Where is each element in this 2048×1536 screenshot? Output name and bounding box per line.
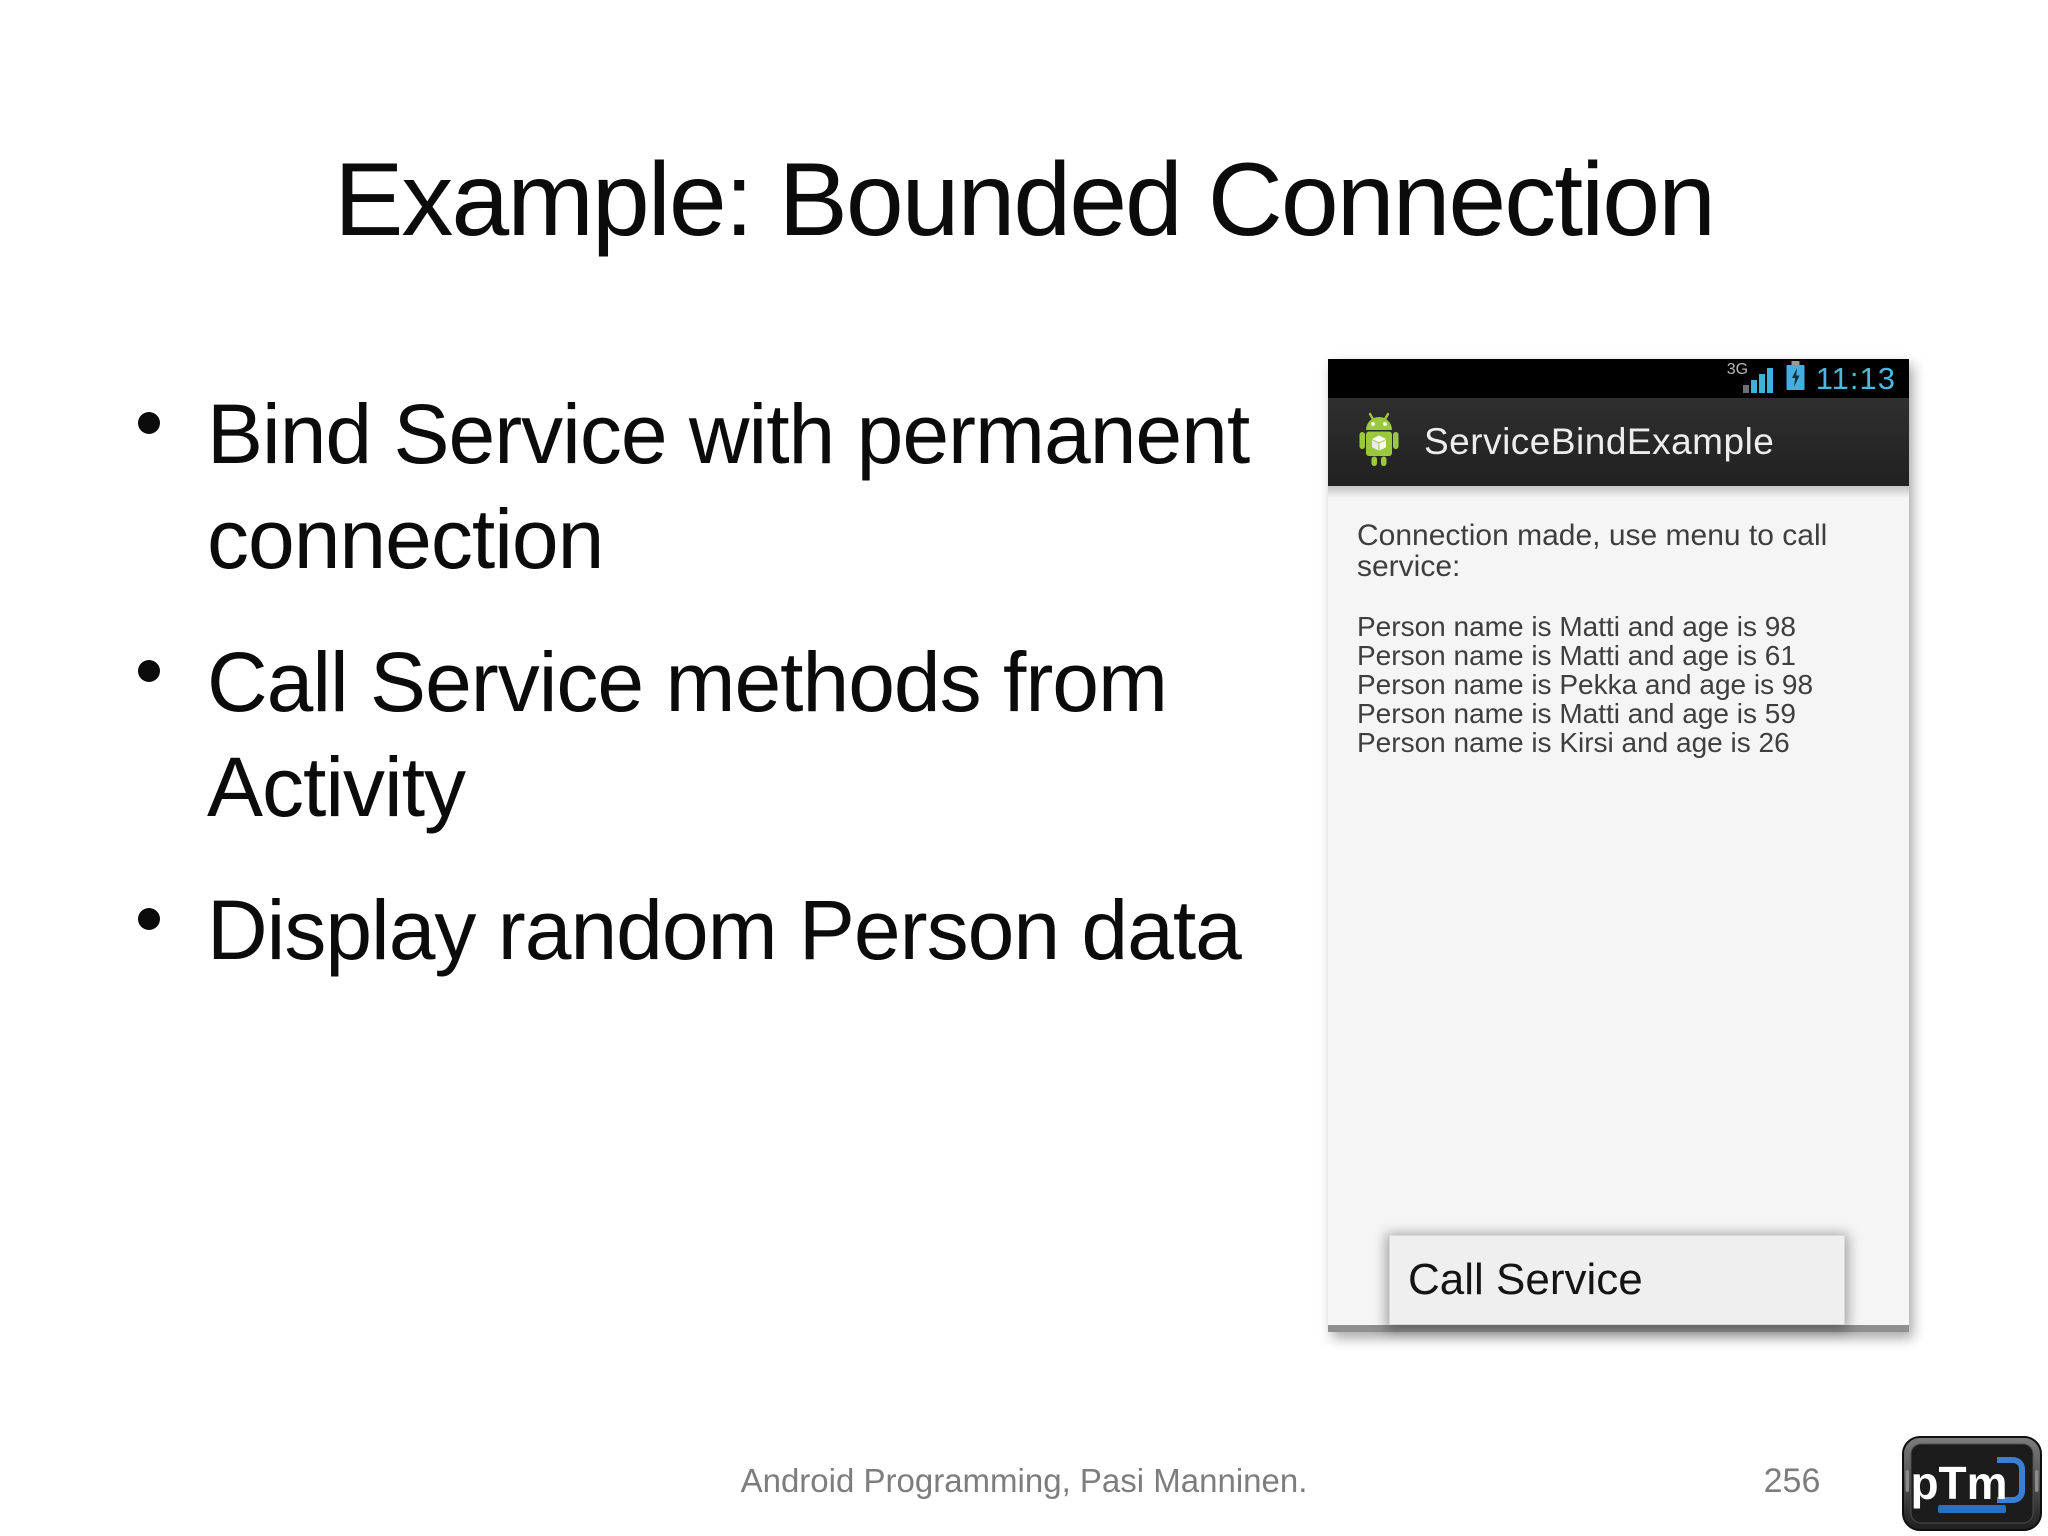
person-line: Person name is Pekka and age is 98 [1357,669,1814,700]
app-bar: ServiceBindExample [1328,398,1909,486]
android-app-screenshot: 3G 11:13 [1328,359,1909,1332]
bullet-list: Bind Service with permanent connection C… [136,382,1316,1021]
bullet-text: Call Service methods from Activity [207,635,1168,834]
android-robot-icon [1352,409,1406,476]
connection-message: Connection made, use menu to call servic… [1357,519,1828,583]
network-type-label: 3G [1726,360,1749,378]
page-number: 256 [1763,1462,1821,1500]
footer-text: Android Programming, Pasi Manninen. [740,1462,1308,1499]
person-line: Person name is Matti and age is 59 [1357,698,1796,729]
bullet-item: Bind Service with permanent connection [136,382,1316,592]
bullet-icon [138,908,160,930]
app-content: Connection made, use menu to call servic… [1328,486,1909,1318]
logo-text: pTm [1910,1457,2007,1509]
ptm-logo: pTm [1902,1436,2042,1531]
network-status: 3G [1726,360,1775,395]
menu-item-call-service[interactable]: Call Service [1408,1255,1643,1304]
signal-strength-icon [1742,367,1773,393]
bullet-item: Display random Person data [136,878,1316,983]
person-line: Person name is Matti and age is 61 [1357,640,1796,671]
bullet-icon [138,660,160,682]
person-line: Person name is Matti and age is 98 [1357,611,1796,642]
app-title: ServiceBindExample [1424,421,1775,462]
status-bar: 3G 11:13 [1328,359,1909,398]
bullet-item: Call Service methods from Activity [136,630,1316,840]
bullet-text: Display random Person data [207,883,1242,977]
bullet-icon [138,412,160,434]
person-list: Person name is Matti and age is 98 Perso… [1357,612,1891,757]
bullet-text: Bind Service with permanent connection [207,387,1250,586]
page-title: Example: Bounded Connection [334,142,1716,258]
person-line: Person name is Kirsi and age is 26 [1357,727,1790,758]
status-time: 11:13 [1815,361,1896,396]
options-menu: Call Service [1389,1235,1845,1325]
battery-charging-icon [1786,361,1805,396]
